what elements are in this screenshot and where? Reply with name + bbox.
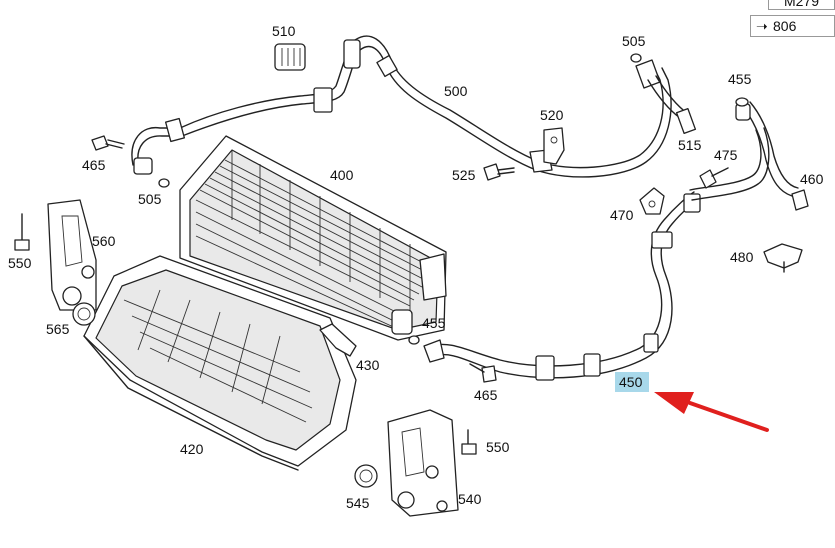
bolt-465-top[interactable] xyxy=(91,135,125,151)
label-480: 480 xyxy=(730,249,754,265)
label-545: 545 xyxy=(346,495,370,511)
air-duct-420[interactable] xyxy=(83,255,357,471)
page-ref-arrow-icon: ➝ xyxy=(756,18,768,34)
bracket-560[interactable] xyxy=(47,199,97,311)
label-460: 460 xyxy=(800,171,824,187)
red-pointer-arrow-icon xyxy=(654,392,769,432)
label-550-right: 550 xyxy=(486,439,510,455)
clip-430[interactable] xyxy=(319,323,357,357)
bracket-470[interactable] xyxy=(639,187,665,215)
label-455-top: 455 xyxy=(728,71,752,87)
label-560: 560 xyxy=(92,233,116,249)
label-465-top: 465 xyxy=(82,157,106,173)
label-520: 520 xyxy=(540,107,564,123)
label-525: 525 xyxy=(452,167,476,183)
bracket-520[interactable] xyxy=(543,127,565,165)
label-505-left: 505 xyxy=(138,191,162,207)
fitting-505-left[interactable] xyxy=(133,157,170,188)
label-420: 420 xyxy=(180,441,204,457)
label-510: 510 xyxy=(272,23,296,39)
pipe-515[interactable] xyxy=(630,53,697,135)
intercooler-400[interactable] xyxy=(179,135,447,341)
bracket-480[interactable] xyxy=(763,243,803,273)
bracket-540[interactable] xyxy=(387,409,459,517)
label-540: 540 xyxy=(458,491,482,507)
clamp-510[interactable] xyxy=(274,43,306,71)
seal-455-lower[interactable] xyxy=(408,335,420,345)
page-reference-link[interactable]: ➝ 806 xyxy=(750,15,835,37)
page-ref-number: 806 xyxy=(773,18,797,34)
pipe-460[interactable] xyxy=(689,97,809,211)
label-475: 475 xyxy=(714,147,738,163)
upper-hose-500[interactable] xyxy=(131,35,672,178)
label-430: 430 xyxy=(356,357,380,373)
bolt-525[interactable] xyxy=(483,163,515,181)
label-515: 515 xyxy=(678,137,702,153)
bolt-475[interactable] xyxy=(699,167,729,189)
label-400: 400 xyxy=(330,167,354,183)
highlight-background xyxy=(615,372,649,392)
label-470: 470 xyxy=(610,207,634,223)
label-565: 565 xyxy=(46,321,70,337)
grommet-545[interactable] xyxy=(354,464,378,488)
highlighted-part-450[interactable]: 450 xyxy=(615,372,649,392)
bolt-465-lower[interactable] xyxy=(469,363,497,383)
label-505-top: 505 xyxy=(622,33,646,49)
label-450: 450 xyxy=(619,374,643,390)
hose-450[interactable] xyxy=(423,191,701,381)
bolt-550-right[interactable] xyxy=(461,429,477,455)
label-455-lower: 455 xyxy=(422,315,446,331)
label-550-left: 550 xyxy=(8,255,32,271)
engine-code: M279 xyxy=(783,0,820,9)
grommet-565[interactable] xyxy=(72,302,96,326)
label-500: 500 xyxy=(444,83,468,99)
bolt-550-left[interactable] xyxy=(14,213,30,251)
label-465-lower: 465 xyxy=(474,387,498,403)
